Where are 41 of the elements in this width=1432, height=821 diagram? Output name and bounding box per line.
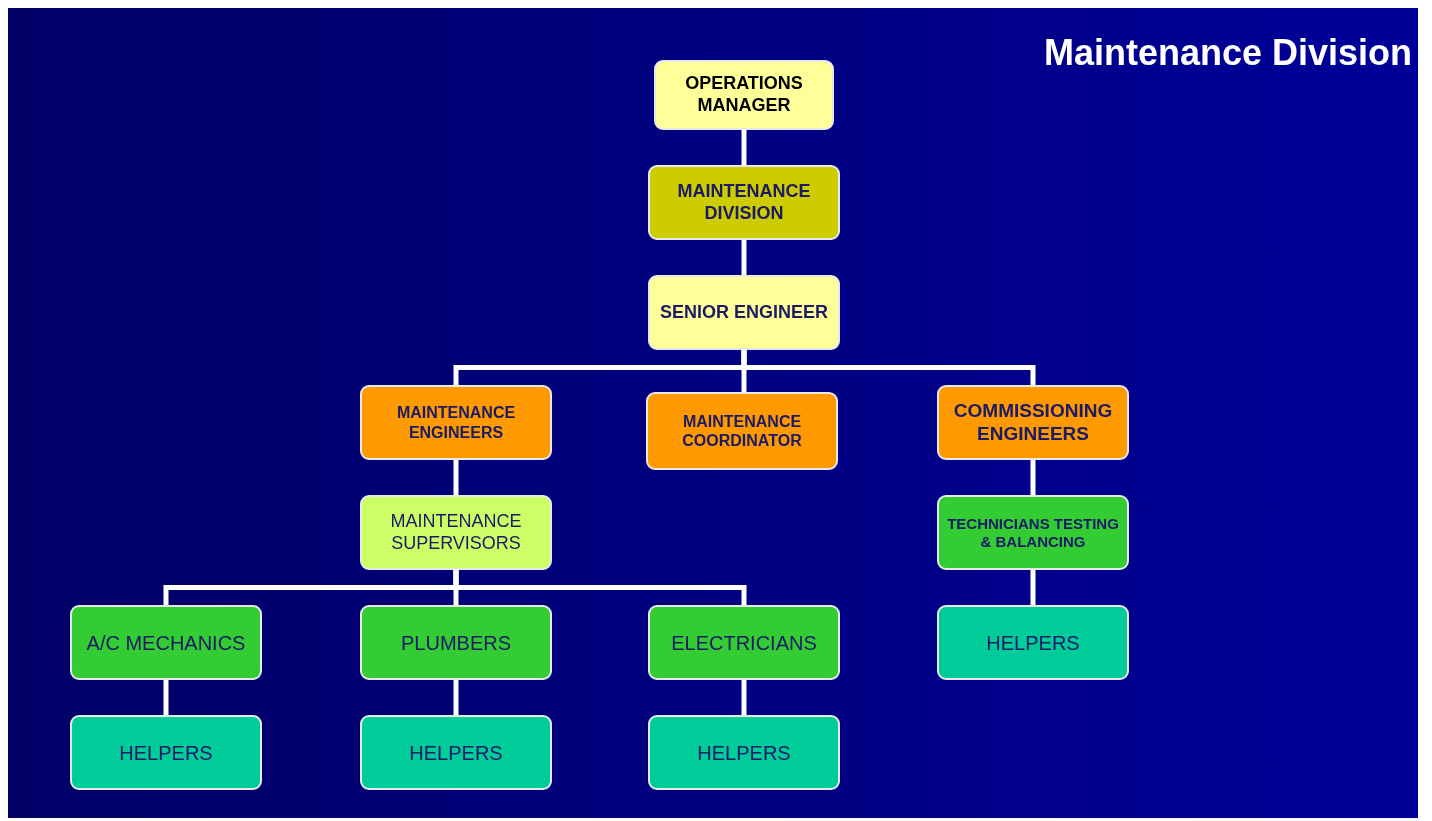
org-box <box>648 165 840 240</box>
role-label: OPERATIONS MANAGER <box>684 73 804 117</box>
org-box <box>360 605 552 680</box>
diagram-title: Maintenance Division <box>1043 32 1412 74</box>
connector-line <box>453 460 459 495</box>
org-box <box>937 495 1129 570</box>
org-box <box>70 715 262 790</box>
org-box <box>360 715 552 790</box>
role-label: COMMISSIONING ENGINEERS <box>952 399 1114 446</box>
role-label: HELPERS <box>409 740 503 765</box>
role-label: MAINTENANCE ENGINEERS <box>395 403 517 442</box>
connector-line <box>1030 460 1036 495</box>
connector-line <box>741 240 747 275</box>
connector-line <box>163 680 169 715</box>
org-box <box>646 392 838 470</box>
connector-line <box>741 130 747 165</box>
role-label: HELPERS <box>119 740 213 765</box>
role-label: PLUMBERS <box>401 630 511 655</box>
connector-line <box>1030 570 1036 605</box>
connector-line <box>741 680 747 715</box>
org-box <box>360 495 552 570</box>
role-label: MAINTENANCE DIVISION <box>676 180 812 225</box>
role-label: MAINTENANCE SUPERVISORS <box>389 510 523 555</box>
role-label: HELPERS <box>986 630 1080 655</box>
org-box <box>648 715 840 790</box>
role-label: HELPERS <box>697 740 791 765</box>
org-box <box>648 605 840 680</box>
org-box <box>648 275 840 350</box>
role-label: MAINTENANCE COORDINATOR <box>681 411 803 451</box>
org-box <box>70 605 262 680</box>
org-box <box>360 385 552 460</box>
org-box <box>937 605 1129 680</box>
role-label: A/C MECHANICS <box>86 630 246 655</box>
connector-line <box>453 680 459 715</box>
role-label: SENIOR ENGINEER <box>660 301 828 324</box>
role-label: ELECTRICIANS <box>671 630 817 655</box>
role-label: TECHNICIANS TESTING & BALANCING <box>946 514 1120 551</box>
org-box <box>654 60 834 130</box>
connector-line <box>741 350 1036 385</box>
connector-line <box>453 570 747 605</box>
org-box <box>937 385 1129 460</box>
